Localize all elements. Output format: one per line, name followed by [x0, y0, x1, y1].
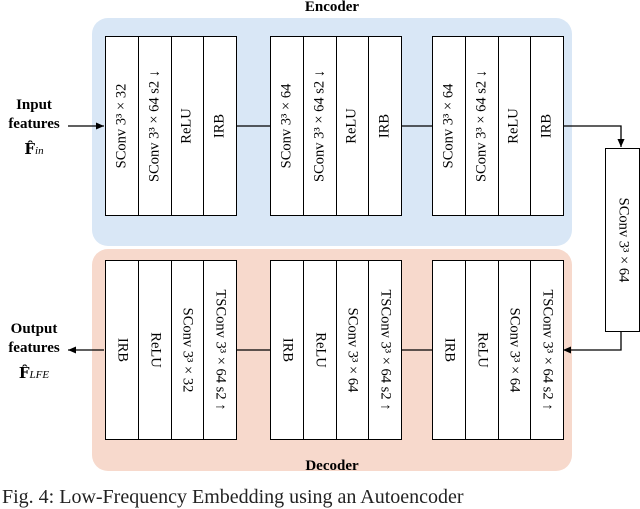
input-symbol-subscript: in — [35, 145, 44, 157]
encoder-title: Encoder — [304, 0, 360, 15]
input-label: Input features F̂in — [0, 96, 74, 161]
output-symbol-main: F̂ — [18, 364, 30, 382]
decoder-block-3-layer-3: SConv 3³ × 64 — [497, 261, 531, 439]
decoder-title: Decoder — [305, 458, 359, 474]
encoder-block-3-layer-2: SConv 3³ × 64 s2 ↓ — [464, 37, 498, 215]
decoder-block-1-layer-2: ReLU — [137, 261, 171, 439]
decoder-block-2-layer-3: SConv 3³ × 64 — [335, 261, 369, 439]
decoder-block-2: IRB ReLU SConv 3³ × 64 TSConv 3³ × 64 s2… — [270, 260, 402, 440]
input-symbol-main: F̂ — [24, 140, 36, 158]
output-label: Output features F̂LFE — [0, 320, 74, 385]
input-label-line2: features — [8, 116, 60, 132]
encoder-block-3: SConv 3³ × 64 SConv 3³ × 64 s2 ↓ ReLU IR… — [432, 36, 564, 216]
bottleneck-to-dec-arrow — [563, 331, 622, 354]
enc-to-bottleneck-arrow — [563, 125, 625, 147]
decoder-block-3: IRB ReLU SConv 3³ × 64 TSConv 3³ × 64 s2… — [432, 260, 564, 440]
encoder-block-3-layer-4: IRB — [530, 37, 563, 215]
encoder-block-2-layer-3: ReLU — [335, 37, 369, 215]
decoder-block-2-layer-2: ReLU — [302, 261, 336, 439]
decoder-block-3-layer-2: ReLU — [464, 261, 498, 439]
figure-caption: Fig. 4: Low-Frequency Embedding using an… — [2, 486, 464, 508]
encoder-block-3-layer-3: ReLU — [497, 37, 531, 215]
output-label-line1: Output — [10, 321, 58, 337]
output-symbol: F̂LFE — [0, 364, 74, 385]
encoder-block-2-layer-4: IRB — [368, 37, 401, 215]
decoder-block-1-layer-4: TSConv 3³ × 64 s2 ↑ — [203, 261, 236, 439]
encoder-block-1: SConv 3³ × 32 SConv 3³ × 64 s2 ↓ ReLU IR… — [105, 36, 237, 216]
encoder-block-1-layer-2: SConv 3³ × 64 s2 ↓ — [137, 37, 171, 215]
output-symbol-subscript: LFE — [29, 369, 50, 381]
decoder-block-3-layer-4: TSConv 3³ × 64 s2 ↑ — [530, 261, 563, 439]
input-symbol: F̂in — [0, 140, 74, 161]
encoder-block-1-layer-3: ReLU — [170, 37, 204, 215]
encoder-block-2-layer-2: SConv 3³ × 64 s2 ↓ — [302, 37, 336, 215]
output-label-line2: features — [8, 340, 60, 356]
decoder-block-1: IRB ReLU SConv 3³ × 32 TSConv 3³ × 64 s2… — [105, 260, 237, 440]
decoder-block-2-layer-4: TSConv 3³ × 64 s2 ↑ — [368, 261, 401, 439]
input-label-line1: Input — [16, 97, 52, 113]
encoder-block-1-layer-4: IRB — [203, 37, 236, 215]
decoder-block-1-layer-3: SConv 3³ × 32 — [170, 261, 204, 439]
